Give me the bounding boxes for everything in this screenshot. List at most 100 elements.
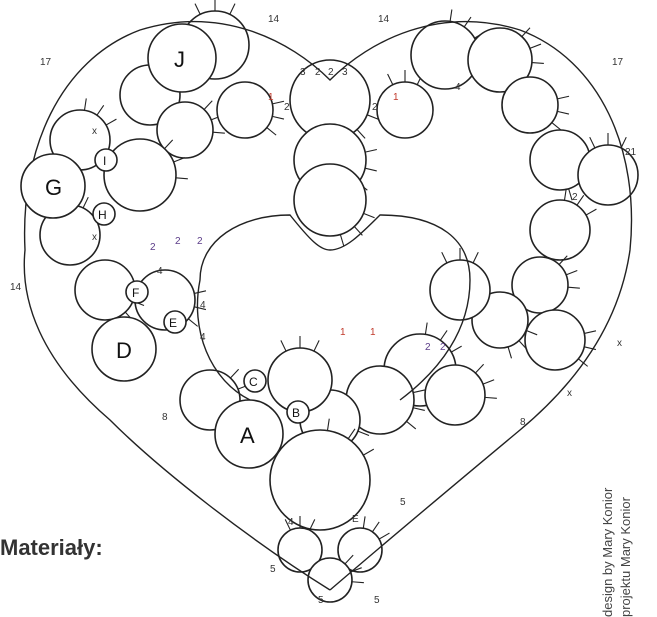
- picot: [97, 105, 104, 115]
- count-2-j: 2: [440, 342, 446, 353]
- tatting-ring: [377, 82, 433, 138]
- count-2-f: 2: [150, 242, 156, 253]
- picot: [413, 408, 425, 411]
- count-5-a: 5: [400, 497, 406, 508]
- picot: [372, 522, 379, 532]
- picot: [473, 252, 478, 263]
- credit-block: design by Mary Konior projektu Mary Koni…: [600, 440, 640, 617]
- picot: [584, 331, 596, 334]
- picot: [442, 252, 447, 263]
- picot: [174, 158, 185, 162]
- credit-line-1: design by Mary Konior: [600, 488, 615, 617]
- ring-label-h: H: [98, 208, 107, 222]
- picot: [406, 421, 415, 429]
- ring-label-c: C: [249, 375, 258, 389]
- mark-x-b: x: [92, 232, 97, 243]
- picot: [188, 319, 197, 327]
- picot: [552, 123, 561, 131]
- picot: [365, 168, 377, 171]
- credit-line-2: projektu Mary Konior: [618, 497, 633, 617]
- picot: [352, 582, 364, 583]
- picot: [281, 340, 286, 351]
- picot: [590, 137, 595, 148]
- tatting-ring: [430, 260, 490, 320]
- picot: [379, 533, 389, 539]
- picot: [83, 197, 88, 208]
- picot: [450, 10, 452, 22]
- count-17-left: 17: [40, 57, 52, 68]
- count-5-c: 5: [318, 595, 324, 606]
- count-5-b: 5: [270, 564, 276, 575]
- picot: [176, 178, 188, 179]
- picot: [354, 227, 362, 236]
- ring-label-f: F: [132, 286, 139, 300]
- count-17-right: 17: [612, 57, 624, 68]
- picot: [557, 111, 569, 114]
- count-2-b: 2: [328, 67, 334, 78]
- count-2-a: 2: [315, 67, 321, 78]
- count-4-e: 4: [288, 517, 294, 528]
- picot: [84, 98, 86, 110]
- count-8-left: 8: [162, 412, 168, 423]
- picot: [566, 271, 577, 275]
- ring-label-b: B: [292, 406, 300, 420]
- count-2-d: 2: [372, 102, 378, 113]
- picot: [267, 128, 276, 136]
- count-21: 21: [625, 147, 637, 158]
- count-3-b: 3: [342, 67, 348, 78]
- count-14-side: 14: [10, 282, 22, 293]
- picot: [314, 340, 319, 351]
- picot: [508, 347, 511, 358]
- count-1-red-b: 1: [393, 92, 399, 103]
- count-1-red-a: 1: [268, 92, 274, 103]
- picot: [363, 213, 374, 217]
- picot: [340, 234, 343, 245]
- count-5-d: 5: [374, 595, 380, 606]
- picot: [365, 149, 377, 152]
- picot: [530, 44, 541, 48]
- count-4-a: 4: [455, 82, 461, 93]
- count-4-b: 4: [157, 266, 163, 277]
- picot: [272, 101, 284, 104]
- picot: [230, 369, 238, 378]
- count-4-c: 4: [200, 300, 206, 311]
- count-2-h: 2: [197, 236, 203, 247]
- picot: [483, 380, 494, 384]
- ring-label-e: E: [169, 316, 177, 330]
- ring-label-i: I: [103, 154, 106, 168]
- count-2-e: 2: [572, 192, 578, 203]
- picot: [532, 63, 544, 64]
- picot: [367, 115, 378, 119]
- tatting-ring: [502, 77, 558, 133]
- materials-heading: Materiały:: [0, 535, 103, 561]
- count-8-right: 8: [520, 417, 526, 428]
- tatting-ring: [294, 164, 366, 236]
- picot: [577, 195, 584, 205]
- picot: [363, 516, 365, 528]
- picot: [425, 323, 427, 335]
- count-2-c: 2: [284, 102, 290, 113]
- mark-x-d: x: [567, 388, 572, 399]
- count-1-red-d: 1: [370, 327, 376, 338]
- picot: [485, 397, 497, 398]
- mark-x-a: x: [92, 126, 97, 137]
- count-3-a: 3: [300, 67, 306, 78]
- picot: [451, 346, 461, 352]
- picot: [363, 449, 373, 455]
- count-2-i: 2: [425, 342, 431, 353]
- ring-label-d: D: [116, 338, 132, 363]
- picot: [106, 119, 116, 125]
- picot: [194, 291, 206, 294]
- count-4-d: 4: [200, 332, 206, 343]
- picot: [440, 330, 447, 340]
- picot: [388, 74, 393, 85]
- picot: [195, 4, 200, 15]
- picot: [586, 209, 596, 215]
- ring-label-j: J: [174, 47, 185, 72]
- picot: [475, 364, 483, 373]
- tatting-ring: [525, 310, 585, 370]
- ring-label-a: A: [240, 423, 255, 448]
- count-e-mark: E: [352, 514, 359, 525]
- count-14-right: 14: [378, 14, 390, 25]
